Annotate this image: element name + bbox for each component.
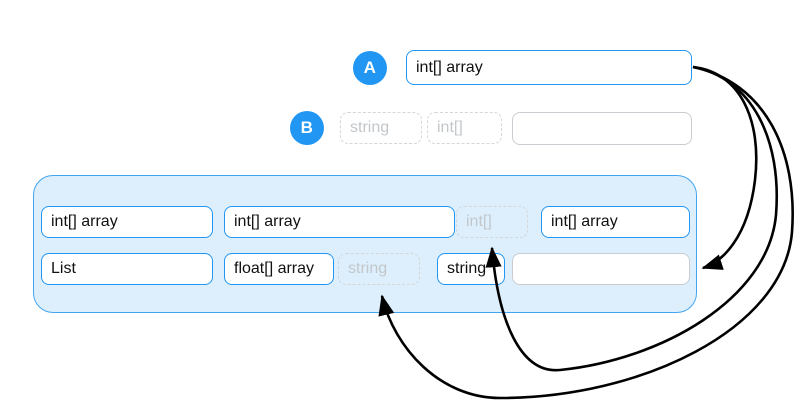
row-b-ghost-chip-int-array[interactable]: int[]	[427, 112, 502, 144]
panel-row2-box-list[interactable]: List	[41, 253, 213, 285]
panel-row2-box-string[interactable]: string	[437, 253, 505, 285]
panel-row1-box-1[interactable]: int[] array	[41, 206, 213, 238]
badge-a: A	[353, 51, 387, 85]
panel-row2-empty-box[interactable]	[512, 253, 690, 285]
suggestion-panel	[33, 175, 697, 313]
panel-row2-ghost-string[interactable]: string	[338, 253, 420, 285]
arrow-a-to-panel-empty-box	[692, 65, 758, 270]
panel-row1-ghost-int[interactable]: int[]	[456, 206, 528, 238]
row-b-empty-box[interactable]	[512, 112, 692, 145]
panel-row2-box-float-array[interactable]: float[] array	[224, 253, 334, 285]
row-b-ghost-chip-string[interactable]: string	[340, 112, 422, 144]
badge-b: B	[290, 111, 324, 145]
row-a-input[interactable]: int[] array	[406, 50, 692, 85]
panel-row1-box-4[interactable]: int[] array	[541, 206, 690, 238]
panel-row1-box-2[interactable]: int[] array	[224, 206, 455, 238]
